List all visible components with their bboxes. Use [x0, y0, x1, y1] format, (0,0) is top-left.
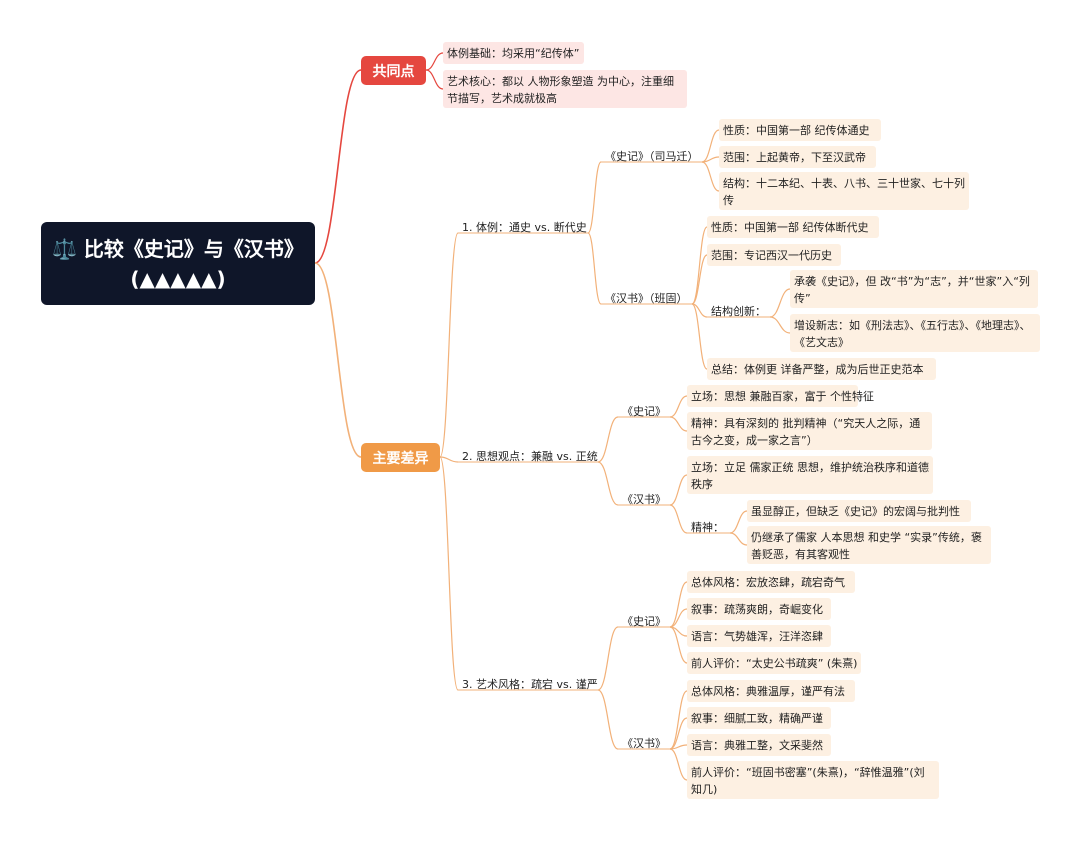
- style-shiji-item-2[interactable]: 范围：上起黄帝，下至汉武帝: [719, 146, 876, 168]
- common-to-item-1: [425, 52, 444, 71]
- style-shiji-label[interactable]: 《史记》（司马迁）: [605, 150, 699, 163]
- common-to-item-2: [425, 69, 444, 90]
- art-hanshu-item-1[interactable]: 总体风格：典雅温厚，谨严有法: [687, 680, 855, 702]
- c: [729, 510, 748, 534]
- c: [669, 416, 688, 432]
- c: [769, 316, 791, 334]
- style-hanshu-innovation-item-2[interactable]: 增设新志：如《刑法志》、《五行志》、《地理志》、《艺文志》: [790, 314, 1040, 352]
- art-to-shiji: [597, 626, 619, 691]
- thought-shiji-item-2[interactable]: 精神：具有深刻的 批判精神（“究天人之际，通古今之变，成一家之言”）: [687, 412, 932, 450]
- style-to-shiji: [587, 161, 602, 234]
- branch-main-differences[interactable]: 主要差异: [361, 443, 440, 472]
- c: [769, 288, 791, 318]
- c: [669, 474, 688, 506]
- thought-hanshu-spirit-label[interactable]: 精神：: [691, 521, 724, 534]
- c: [701, 129, 720, 163]
- c: [729, 532, 748, 546]
- c: [701, 156, 720, 163]
- c: [701, 161, 720, 192]
- style-hanshu-innovation-item-1[interactable]: 承袭《史记》，但 改“书”为“志”，并“世家”入“列传”: [790, 270, 1038, 308]
- thought-hanshu-spirit-item-2[interactable]: 仍继承了儒家 人本思想 和史学 “实录”传统，褒善贬恶，有其客观性: [747, 526, 991, 564]
- style-hanshu-innovation-label[interactable]: 结构创新：: [711, 305, 766, 318]
- c: [669, 626, 688, 664]
- diff-to-thought: [439, 456, 459, 463]
- thought-shiji-item-1[interactable]: 立场：思想 兼融百家，富于 个性特征: [687, 385, 874, 407]
- thought-hanshu-position[interactable]: 立场：立足 儒家正统 思想，维护统治秩序和道德秩序: [687, 456, 933, 494]
- style-hanshu-summary[interactable]: 总结：体例更 详备严整，成为后世正史范本: [707, 358, 936, 380]
- branch-common-points[interactable]: 共同点: [361, 56, 426, 85]
- thought-to-shiji: [597, 416, 619, 463]
- root-topic[interactable]: ⚖️ 比较《史记》与《汉书》 (▲▲▲▲▲): [41, 222, 315, 305]
- c: [691, 226, 708, 305]
- sub-thought[interactable]: 2. 思想观点：兼融 vs. 正统: [462, 450, 598, 463]
- c: [669, 717, 688, 750]
- art-hanshu-item-4[interactable]: 前人评价：“班固书密塞”(朱熹)，“辞惟温雅”(刘知几): [687, 761, 939, 799]
- style-shiji-item-3[interactable]: 结构：十二本纪、十表、八书、三十世家、七十列传: [719, 172, 969, 210]
- common-item-2[interactable]: 艺术核心：都以 人物形象塑造 为中心，注重细节描写，艺术成就极高: [443, 70, 687, 108]
- art-hanshu-item-3[interactable]: 语言：典雅工整，文采斐然: [687, 734, 831, 756]
- root-to-common: [314, 69, 362, 264]
- style-shiji-item-1[interactable]: 性质：中国第一部 纪传体通史: [719, 119, 881, 141]
- art-to-hanshu: [597, 689, 619, 750]
- sub-art[interactable]: 3. 艺术风格：疏宕 vs. 谨严: [462, 678, 598, 691]
- art-hanshu-item-2[interactable]: 叙事：细腻工致，精确严谨: [687, 707, 831, 729]
- c: [669, 744, 688, 750]
- c: [691, 303, 708, 370]
- branch-common-label: 共同点: [372, 63, 415, 80]
- sub-style[interactable]: 1. 体例：通史 vs. 断代史: [462, 221, 587, 234]
- art-shiji-item-2[interactable]: 叙事：疏荡爽朗，奇崛变化: [687, 598, 831, 620]
- style-to-hanshu: [587, 232, 602, 305]
- art-shiji-item-4[interactable]: 前人评价：“太史公书疏爽” (朱熹): [687, 652, 861, 674]
- c: [669, 395, 688, 418]
- thought-hanshu-label[interactable]: 《汉书》: [622, 493, 666, 506]
- c: [669, 748, 688, 781]
- thought-hanshu-spirit-item-1[interactable]: 虽显醇正，但缺乏《史记》的宏阔与批判性: [747, 500, 971, 522]
- root-to-diff: [314, 262, 362, 458]
- art-hanshu-label[interactable]: 《汉书》: [622, 737, 666, 750]
- c: [691, 254, 708, 305]
- art-shiji-item-3[interactable]: 语言：气势雄浑，汪洋恣肆: [687, 625, 831, 647]
- common-item-1[interactable]: 体例基础：均采用“纪传体”: [443, 42, 584, 64]
- c: [669, 581, 688, 628]
- c: [669, 608, 688, 628]
- root-title: ⚖️ 比较《史记》与《汉书》 (▲▲▲▲▲): [52, 236, 304, 291]
- branch-diff-label: 主要差异: [372, 450, 429, 467]
- c: [669, 690, 688, 750]
- thought-shiji-label[interactable]: 《史记》: [622, 405, 666, 418]
- style-hanshu-nature[interactable]: 性质：中国第一部 纪传体断代史: [707, 216, 879, 238]
- style-hanshu-scope[interactable]: 范围：专记西汉一代历史: [707, 244, 841, 266]
- art-shiji-item-1[interactable]: 总体风格：宏放恣肆，疏宕奇气: [687, 571, 855, 593]
- style-hanshu-label[interactable]: 《汉书》（班固）: [605, 292, 688, 305]
- c: [669, 504, 688, 534]
- diff-to-style: [439, 232, 459, 458]
- diff-to-art: [439, 456, 459, 691]
- thought-to-hanshu: [597, 461, 619, 506]
- art-shiji-label[interactable]: 《史记》: [622, 615, 666, 628]
